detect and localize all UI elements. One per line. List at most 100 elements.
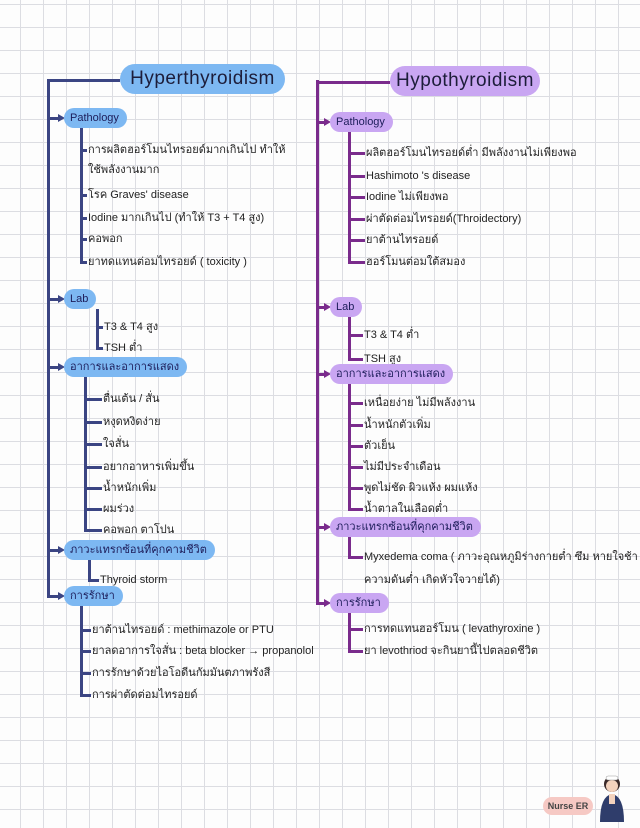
connector-line bbox=[84, 508, 102, 511]
connector-line bbox=[348, 466, 363, 469]
arrow-icon bbox=[324, 370, 331, 378]
list-item: การผ่าตัดต่อมไทรอยด์ bbox=[92, 689, 198, 701]
connector-line bbox=[316, 306, 326, 309]
section-label-0: Pathology bbox=[64, 108, 127, 128]
list-item: ผลิตฮอร์โมนไทรอยด์ต่ำ มีพลังงานไม่เพียงพ… bbox=[366, 147, 577, 159]
list-item: โรค Graves' disease bbox=[88, 189, 189, 201]
section-label-0: Pathology bbox=[330, 112, 393, 132]
section-label-1: Lab bbox=[330, 297, 363, 317]
connector-line bbox=[47, 366, 60, 369]
list-item: คอพอก ตาโปน bbox=[103, 524, 175, 536]
connector-line bbox=[84, 398, 102, 401]
list-item: Hashimoto 's disease bbox=[366, 170, 471, 182]
connector-line bbox=[348, 175, 365, 178]
connector-line bbox=[88, 579, 99, 582]
nurse-er-badge: Nurse ER bbox=[543, 797, 593, 815]
connector-line bbox=[47, 79, 120, 82]
list-item: ผมร่วง bbox=[103, 503, 135, 515]
connector-line bbox=[84, 443, 102, 446]
hypothyroidism-title: Hypothyroidism bbox=[390, 66, 540, 96]
connector-line bbox=[80, 672, 91, 675]
connector-line bbox=[316, 373, 326, 376]
connector-line bbox=[47, 117, 60, 120]
connector-line bbox=[47, 79, 50, 596]
connector-line bbox=[348, 196, 365, 199]
list-item: ยา levothriod จะกินยานี้ไปตลอดชีวิต bbox=[364, 645, 539, 657]
connector-line bbox=[80, 650, 91, 653]
list-item: Iodine ไม่เพียงพอ bbox=[366, 191, 449, 203]
connector-line bbox=[96, 347, 103, 350]
arrow-icon bbox=[324, 303, 331, 311]
connector-line bbox=[88, 560, 91, 581]
connector-line bbox=[316, 526, 326, 529]
list-item: ตัวเย็น bbox=[364, 440, 396, 452]
list-item: น้ำหนักเพิ่ม bbox=[103, 482, 157, 494]
connector-line bbox=[80, 194, 87, 197]
connector-line bbox=[84, 487, 102, 490]
list-item: Thyroid storm bbox=[100, 574, 168, 586]
connector-line bbox=[47, 595, 60, 598]
connector-line bbox=[96, 326, 103, 329]
list-item: Myxedema coma ( ภาวะอุณหภูมิร่างกายต่ำ ซ… bbox=[364, 551, 638, 563]
connector-line bbox=[348, 152, 365, 155]
connector-line bbox=[348, 218, 365, 221]
connector-line bbox=[84, 529, 102, 532]
connector-line bbox=[84, 377, 87, 531]
connector-line bbox=[348, 239, 365, 242]
list-item: คอพอก bbox=[88, 233, 123, 245]
connector-line bbox=[348, 334, 363, 337]
list-item: ยาต้านไทรอยด์ bbox=[366, 234, 439, 246]
list-item: ฮอร์โมนต่อมใต้สมอง bbox=[366, 256, 466, 268]
connector-line bbox=[47, 549, 60, 552]
connector-line bbox=[84, 421, 102, 424]
section-label-4: การรักษา bbox=[330, 593, 389, 613]
list-item: หงุดหงิดง่าย bbox=[103, 416, 161, 428]
connector-line bbox=[348, 402, 363, 405]
arrow-icon bbox=[58, 295, 65, 303]
connector-line bbox=[316, 121, 326, 124]
connector-line bbox=[348, 424, 363, 427]
section-label-3: ภาวะแทรกซ้อนที่คุกคามชีวิต bbox=[64, 540, 215, 560]
list-item: T3 & T4 ต่ำ bbox=[364, 329, 420, 341]
connector-line bbox=[348, 613, 351, 652]
connector-line bbox=[348, 556, 363, 559]
arrow-icon bbox=[58, 114, 65, 122]
list-item: การรักษาด้วยไอโอดีนกัมมันตภาพรังสี bbox=[92, 667, 271, 679]
connector-line bbox=[80, 149, 87, 152]
nurse-illustration-icon bbox=[600, 775, 624, 822]
connector-line bbox=[348, 358, 363, 361]
list-item: ยาลดอาการใจสั่น : beta blocker → propano… bbox=[92, 645, 314, 657]
connector-line bbox=[348, 628, 363, 631]
arrow-icon bbox=[324, 118, 331, 126]
list-item: การผลิตฮอร์โมนไทรอยด์มากเกินไป ทำให้ bbox=[88, 144, 286, 156]
connector-line bbox=[96, 309, 99, 349]
list-item: ผ่าตัดต่อมไทรอยด์(Throidectory) bbox=[366, 213, 522, 225]
list-item: พูดไม่ชัด ผิวแห้ง ผมแห้ง bbox=[364, 482, 478, 494]
list-item: ยาทดแทนต่อมไทรอยด์ ( toxicity ) bbox=[88, 256, 247, 268]
arrow-icon bbox=[58, 592, 65, 600]
section-label-4: การรักษา bbox=[64, 586, 123, 606]
section-label-2: อาการและอาการแสดง bbox=[64, 357, 188, 377]
connector-line bbox=[84, 466, 102, 469]
list-item: น้ำหนักตัวเพิ่ม bbox=[364, 419, 431, 431]
arrow-icon bbox=[324, 523, 331, 531]
section-label-1: Lab bbox=[64, 289, 97, 309]
connector-line bbox=[348, 537, 351, 558]
list-item: อยากอาหารเพิ่มขึ้น bbox=[103, 461, 195, 473]
list-item: ใช้พลังงานมาก bbox=[88, 164, 160, 176]
connector-line bbox=[47, 298, 60, 301]
arrow-icon bbox=[58, 363, 65, 371]
connector-line bbox=[80, 238, 87, 241]
list-item: TSH ต่ำ bbox=[104, 342, 143, 354]
hyperthyroidism-title: Hyperthyroidism bbox=[120, 64, 285, 94]
connector-line bbox=[348, 317, 351, 360]
connector-line bbox=[348, 650, 363, 653]
connector-line bbox=[348, 487, 363, 490]
list-item: ไม่มีประจำเดือน bbox=[364, 461, 441, 473]
connector-line bbox=[80, 217, 87, 220]
connector-line bbox=[316, 81, 390, 84]
connector-line bbox=[316, 80, 319, 604]
arrow-icon bbox=[58, 546, 65, 554]
list-item: T3 & T4 สูง bbox=[104, 321, 159, 333]
connector-line bbox=[80, 261, 87, 264]
